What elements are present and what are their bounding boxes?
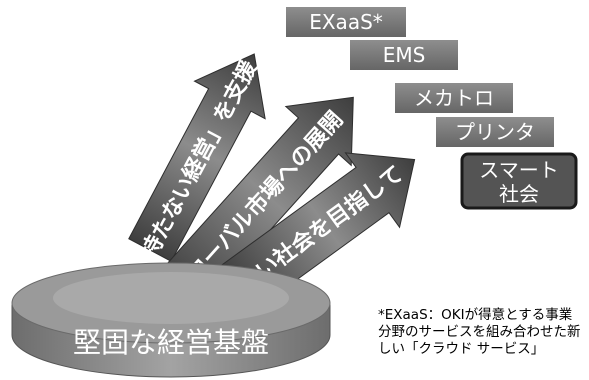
footnote-line3: しい「クラウド サービス」 [378, 341, 544, 357]
base-cylinder: 堅固な経営基盤 [11, 262, 331, 378]
base-label: 堅固な経営基盤 [73, 326, 269, 359]
footnote: *EXaaS：OKIが得意とする事業 分野のサービスを組み合わせた新 しい「クラ… [378, 306, 581, 357]
footnote-line1: *EXaaS：OKIが得意とする事業 [378, 306, 573, 323]
footnote-line2: 分野のサービスを組み合わせた新 [378, 324, 581, 340]
box-mechatro-label: メカトロ [414, 86, 494, 110]
box-mechatro: メカトロ [395, 83, 513, 113]
box-smart-society: スマート 社会 [460, 152, 578, 210]
box-smart-line1: スマート [479, 158, 558, 182]
box-printer: プリンタ [436, 117, 554, 147]
box-smart-line2: 社会 [499, 182, 539, 206]
box-exaas: EXaaS* [286, 7, 406, 37]
box-printer-label: プリンタ [455, 120, 535, 144]
box-ems: EMS [350, 40, 458, 70]
box-exaas-label: EXaaS* [309, 10, 383, 34]
box-ems-label: EMS [383, 43, 426, 67]
